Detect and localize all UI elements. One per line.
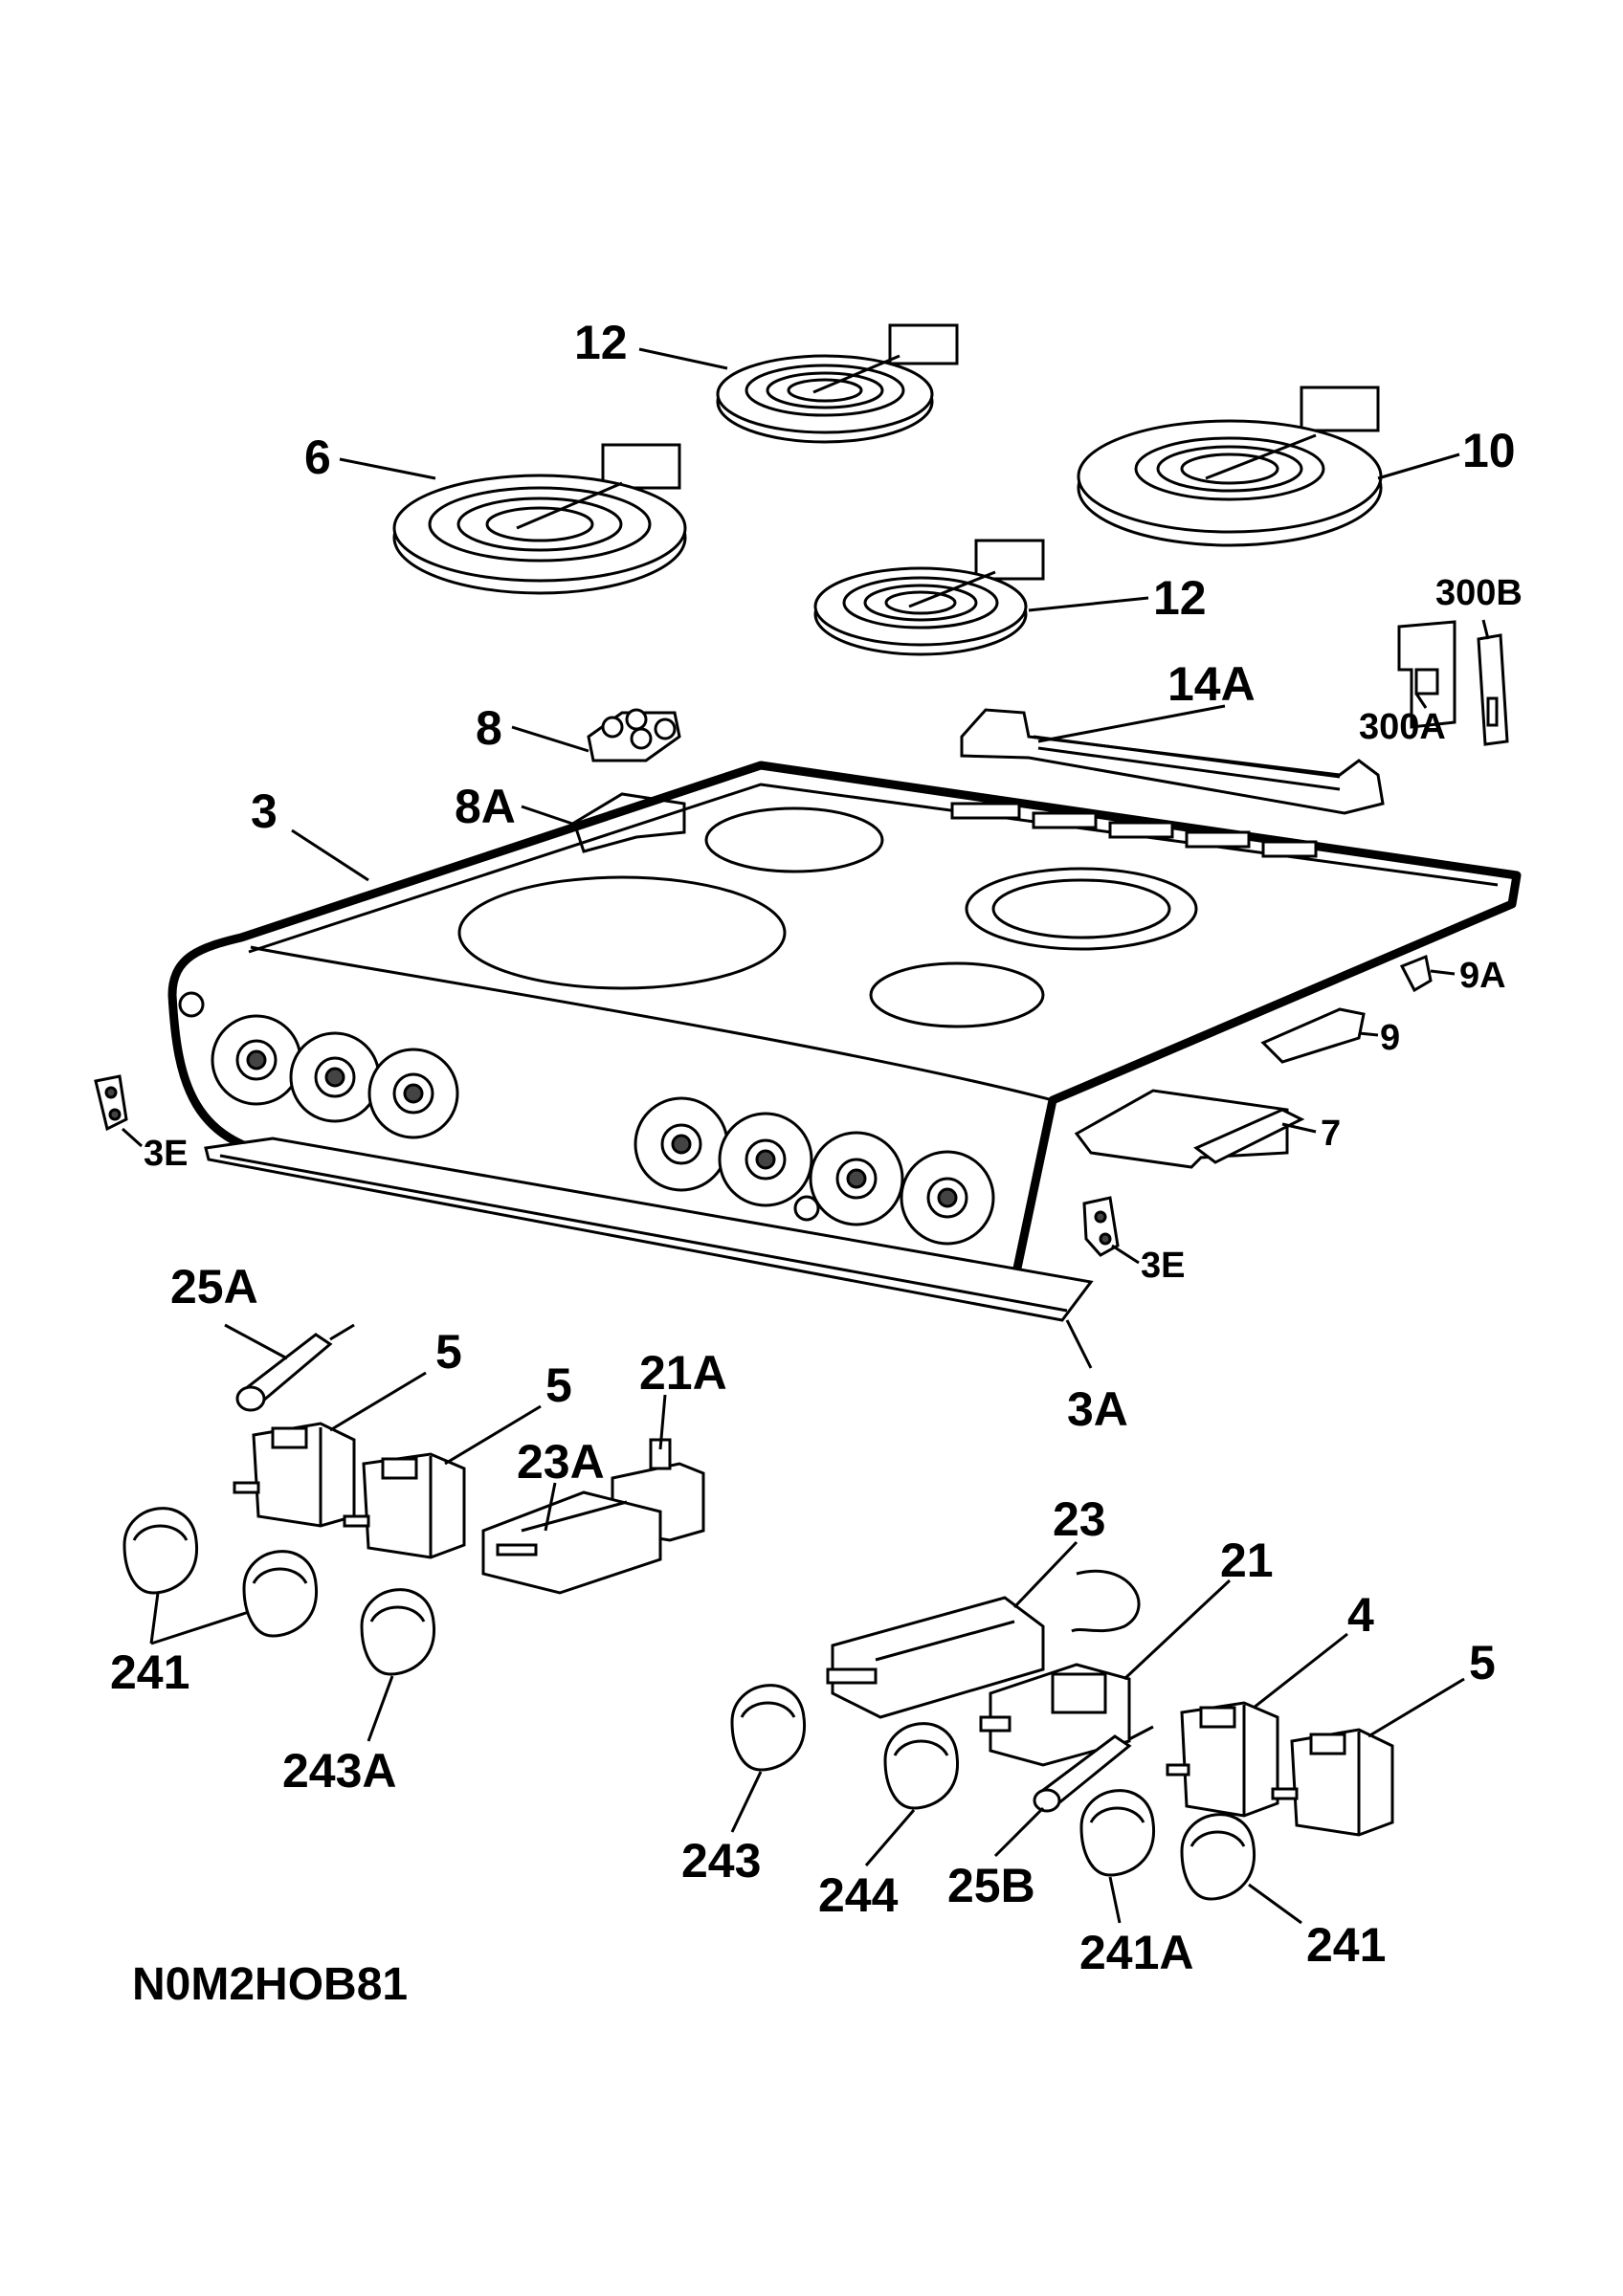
bracket-300B: [1477, 633, 1509, 746]
label-14A: 14A: [1167, 657, 1256, 711]
label-241-right: 241: [1306, 1918, 1386, 1972]
knob-hole: [900, 1150, 995, 1246]
knob-hole: [367, 1048, 459, 1139]
energy-regulator-5c: [1271, 1728, 1394, 1837]
rail-7: [1074, 1089, 1305, 1169]
heating-element-6: [392, 443, 687, 595]
label-243A: 243A: [282, 1744, 397, 1798]
label-243: 243: [681, 1834, 761, 1888]
label-3E-right: 3E: [1141, 1246, 1185, 1286]
clip-9A: [1399, 954, 1433, 993]
label-23: 23: [1053, 1492, 1106, 1546]
label-241A: 241A: [1079, 1926, 1194, 1979]
label-244: 244: [818, 1868, 899, 1922]
trim-strip-3A: [204, 1137, 1094, 1322]
label-4: 4: [1347, 1588, 1374, 1642]
knob-241-a: [122, 1507, 198, 1595]
bracket-9: [1260, 1007, 1366, 1064]
label-3E-left: 3E: [144, 1134, 188, 1174]
bracket-3E-right: [1082, 1196, 1120, 1257]
label-300A: 300A: [1359, 707, 1446, 747]
label-5-c: 5: [1469, 1636, 1496, 1689]
terminal-block-8: [587, 708, 681, 762]
label-7: 7: [1321, 1114, 1341, 1154]
switch-rail-14A: [960, 708, 1385, 815]
leader-lines: [121, 347, 1490, 1925]
indicator-lamp-25A: [235, 1323, 355, 1412]
label-12-middle: 12: [1153, 571, 1207, 625]
label-5-b: 5: [545, 1358, 572, 1412]
knob-hole: [809, 1131, 904, 1226]
label-21: 21: [1220, 1534, 1274, 1587]
part-labels: 12 6 10 12 300B 300A 14A 8 8A 3 9A 9 7 3…: [110, 316, 1523, 2010]
label-8: 8: [476, 701, 502, 755]
knob-244: [883, 1722, 959, 1810]
label-3: 3: [251, 784, 278, 838]
knob-241A: [1079, 1789, 1155, 1877]
thermostat-23A: [481, 1490, 662, 1595]
label-9: 9: [1380, 1018, 1400, 1058]
label-9A: 9A: [1459, 956, 1506, 996]
indicator-lamp-25B: [1033, 1725, 1154, 1813]
label-5-a: 5: [435, 1325, 462, 1379]
label-10: 10: [1462, 424, 1516, 477]
indicator-window-strip: [950, 802, 1318, 858]
heating-element-12-middle: [813, 539, 1045, 656]
knob-hole: [289, 1031, 381, 1123]
label-3A: 3A: [1067, 1382, 1128, 1436]
bracket-3E-left: [94, 1074, 128, 1132]
label-300B: 300B: [1435, 573, 1523, 613]
switch-21: [979, 1663, 1131, 1767]
energy-regulator-5a: [233, 1422, 356, 1528]
label-6: 6: [304, 430, 331, 484]
heating-element-12-top: [716, 323, 959, 444]
thermostat-23: [826, 1569, 1141, 1719]
label-8A: 8A: [455, 780, 516, 833]
knob-243A: [360, 1588, 435, 1676]
knob-hole: [718, 1112, 813, 1207]
knob-241-c: [1180, 1813, 1256, 1901]
heating-element-10: [1077, 386, 1383, 547]
label-23A: 23A: [517, 1435, 605, 1489]
label-25A: 25A: [170, 1260, 258, 1314]
knob-hole: [634, 1096, 729, 1192]
energy-regulator-4: [1166, 1701, 1279, 1818]
label-12-top: 12: [574, 316, 628, 369]
bracket-300A: [1397, 620, 1456, 729]
energy-regulator-5b: [343, 1452, 466, 1559]
drawing-code: N0M2HOB81: [132, 1959, 408, 2010]
knob-243: [730, 1684, 806, 1772]
label-21A: 21A: [639, 1346, 727, 1400]
knob-hole: [211, 1014, 302, 1106]
label-25B: 25B: [947, 1859, 1035, 1912]
label-241-left: 241: [110, 1645, 189, 1699]
knob-241-b: [242, 1550, 318, 1638]
